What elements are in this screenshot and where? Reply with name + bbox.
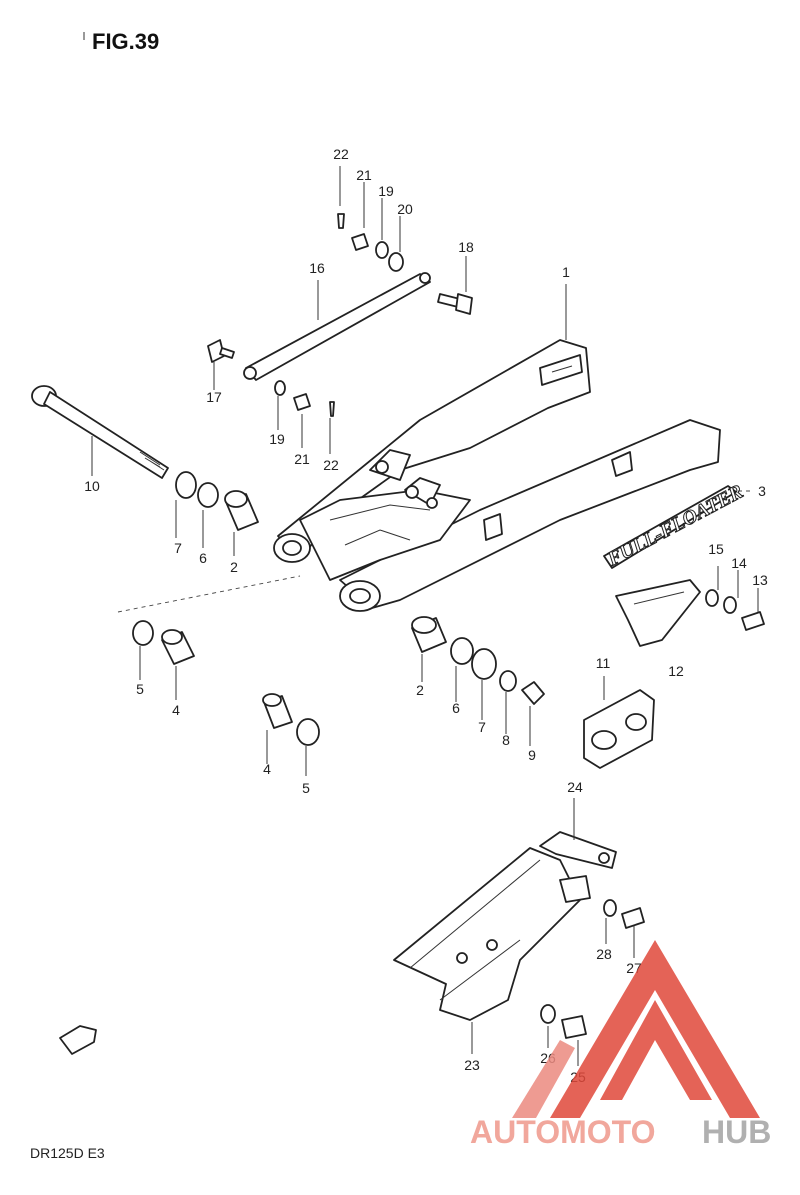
model-code: DR125D E3 [30, 1145, 105, 1161]
nut-9 [521, 681, 545, 705]
callout-7: 7 [174, 540, 182, 556]
callout-11: 11 [596, 655, 611, 671]
chain-slider-11 [583, 689, 655, 769]
washer-26 [540, 1004, 556, 1024]
link-hardware-lower [274, 380, 335, 417]
callout-4: 4 [263, 761, 271, 777]
callout-24: 24 [567, 779, 583, 795]
chain-guard-12 [615, 579, 701, 647]
washer-7a [175, 471, 197, 499]
callout-9: 9 [528, 747, 536, 763]
callout-19: 19 [378, 183, 394, 199]
nut-21a [351, 233, 369, 251]
torque-link [243, 272, 431, 381]
callout-7: 7 [478, 719, 486, 735]
callout-20: 20 [397, 201, 413, 217]
washer-19a [375, 241, 389, 259]
callout-3: 3 [758, 483, 766, 499]
washer-20 [388, 252, 404, 272]
watermark-logo-icon [512, 940, 760, 1118]
washer-6a [197, 482, 219, 508]
bolt-27 [621, 907, 645, 929]
cotter-pin-22b [329, 401, 335, 417]
fwd-arrow-icon: FWD [59, 1025, 97, 1055]
callout-21: 21 [294, 451, 310, 467]
callout-10: 10 [84, 478, 100, 494]
watermark: AUTOMOTO HUB [470, 940, 771, 1150]
figure-title: FIG.39 [92, 29, 159, 54]
callout-16: 16 [309, 260, 325, 276]
callout-4: 4 [172, 702, 180, 718]
callout-5: 5 [136, 681, 144, 697]
leader-lines [91, 166, 759, 1066]
callout-14: 14 [731, 555, 747, 571]
callout-17: 17 [206, 389, 222, 405]
callout-1: 1 [562, 264, 570, 280]
watermark-text-primary: AUTOMOTO [470, 1114, 655, 1150]
washer-8 [499, 670, 517, 692]
callout-18: 18 [458, 239, 474, 255]
callout-23: 23 [464, 1057, 480, 1073]
nut-21b [293, 393, 311, 411]
washer-28 [603, 899, 617, 917]
washer-14 [723, 596, 737, 614]
callout-2: 2 [230, 559, 238, 575]
callout-22: 22 [323, 457, 339, 473]
callout-13: 13 [752, 572, 768, 588]
callout-12: 12 [668, 663, 684, 679]
cotter-pin-22a [337, 213, 345, 229]
bolt-25 [561, 1015, 587, 1039]
right-bushing-group [411, 616, 545, 705]
watermark-text-secondary: HUB [702, 1114, 771, 1150]
callout-6: 6 [199, 550, 207, 566]
callout-28: 28 [596, 946, 612, 962]
washer-7b [471, 648, 497, 680]
chain-case-bracket-24 [539, 831, 617, 903]
callout-21: 21 [356, 167, 372, 183]
washer-6b [450, 637, 474, 665]
washer-5b [296, 718, 320, 746]
left-bushing-group [132, 471, 320, 746]
callout-19: 19 [269, 431, 285, 447]
bolt-17 [207, 339, 235, 363]
callout-22: 22 [333, 146, 349, 162]
callout-5: 5 [302, 780, 310, 796]
callout-2: 2 [416, 682, 424, 698]
bolt-18 [437, 293, 473, 315]
fastener-13-14-15 [705, 589, 765, 631]
bolt-13 [741, 611, 765, 631]
washer-5a [132, 620, 154, 646]
callout-8: 8 [502, 732, 510, 748]
callout-15: 15 [708, 541, 724, 557]
case-fasteners [540, 899, 645, 1039]
link-hardware-top [337, 213, 404, 272]
swingarm [273, 339, 721, 612]
washer-19b [274, 380, 286, 396]
callout-6: 6 [452, 700, 460, 716]
washer-15 [705, 589, 719, 607]
chain-case-23 [393, 847, 581, 1021]
pivot-bolt [31, 385, 169, 479]
